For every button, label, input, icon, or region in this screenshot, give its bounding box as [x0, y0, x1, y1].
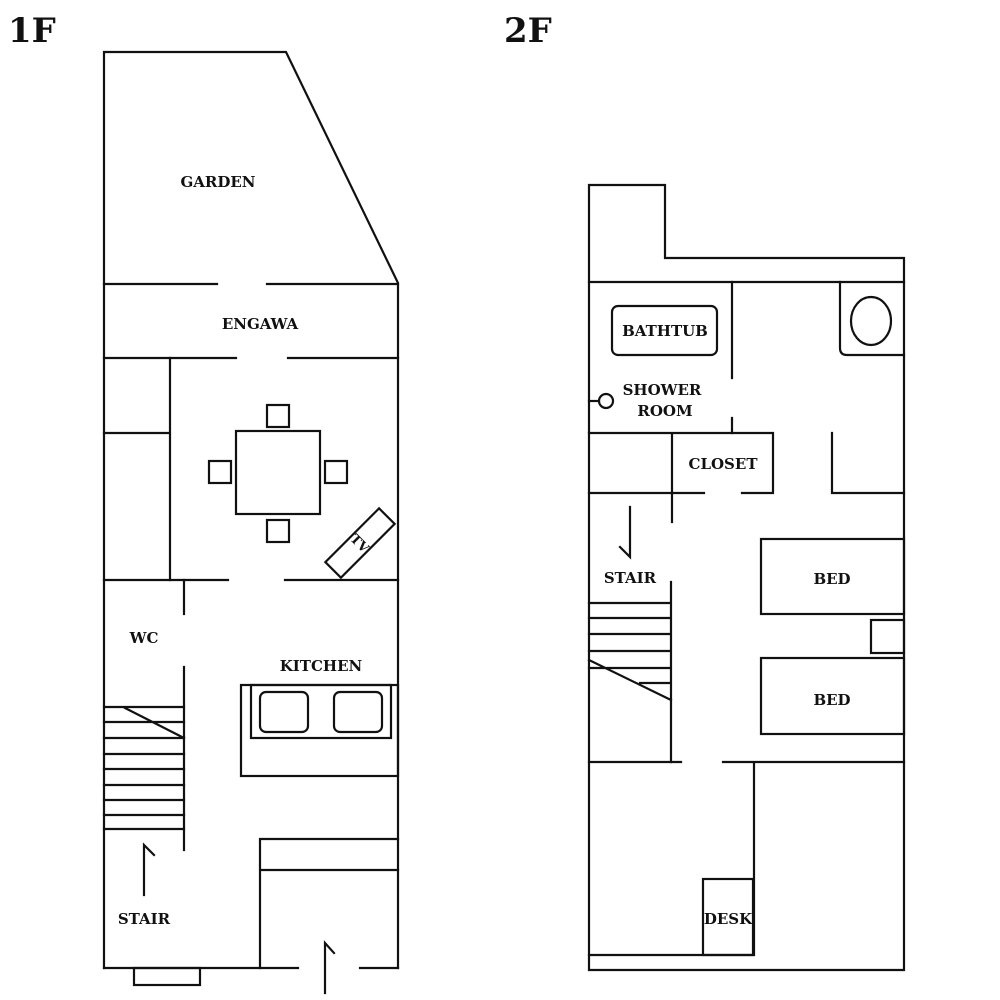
- chair: [207, 459, 233, 485]
- label-bed-1: BED: [813, 570, 850, 588]
- room-label-closet: CLOSET: [689, 455, 759, 473]
- label-desk: DESK: [704, 910, 753, 928]
- stair-down-arrow-icon: [618, 505, 632, 560]
- step: [132, 966, 202, 987]
- sink-basin: [332, 690, 384, 734]
- entrance-walls: [258, 837, 400, 970]
- first-floor-plan: TV GARDEN ENGAWA WC KITCHEN STAIR: [102, 50, 400, 995]
- dining-table: [234, 429, 322, 516]
- room-label-stair-2f: STAIR: [604, 569, 657, 587]
- label-bed-2: BED: [813, 691, 850, 709]
- sink-unit: [249, 683, 393, 740]
- stairs-2f: [587, 580, 673, 764]
- tv: TV: [323, 506, 397, 580]
- chair: [323, 459, 349, 485]
- shower-head: [597, 392, 615, 410]
- room-label-stair-1f: STAIR: [118, 910, 171, 928]
- chair: [265, 518, 291, 544]
- closet-walls-1f: [102, 356, 172, 582]
- room-label-shower: SHOWER: [623, 381, 702, 399]
- room-label-engawa: ENGAWA: [222, 315, 299, 333]
- room-label-shower-room: ROOM: [637, 402, 692, 420]
- stairs-1f: [102, 705, 186, 831]
- nightstand: [869, 618, 906, 655]
- sink-basin: [258, 690, 310, 734]
- room-label-kitchen: KITCHEN: [280, 657, 363, 675]
- second-floor-plan: BATHTUB SHOWER ROOM CLOSET STAIR BED BED…: [587, 183, 906, 972]
- desk: [701, 877, 755, 957]
- floor-title-1f: 1F: [8, 11, 56, 51]
- outer-walls-2f: [587, 183, 906, 972]
- chair: [265, 403, 291, 429]
- room-label-wc: WC: [129, 629, 159, 647]
- entry-arrow-icon: [323, 940, 336, 995]
- room-label-garden: GARDEN: [180, 173, 255, 191]
- room-wall-2f: [830, 431, 906, 495]
- toilet-icon: [849, 295, 893, 347]
- bed: [759, 656, 906, 736]
- study-walls: [587, 760, 906, 957]
- kitchen-counter: [239, 683, 400, 778]
- toilet-box: [838, 280, 906, 357]
- floor-title-2f: 2F: [504, 11, 552, 51]
- bed: [759, 537, 906, 616]
- bathtub: [610, 304, 719, 357]
- stair-up-arrow-icon: [142, 842, 156, 897]
- closet-walls-2f: [587, 431, 775, 524]
- room-label-bathtub: BATHTUB: [622, 322, 708, 340]
